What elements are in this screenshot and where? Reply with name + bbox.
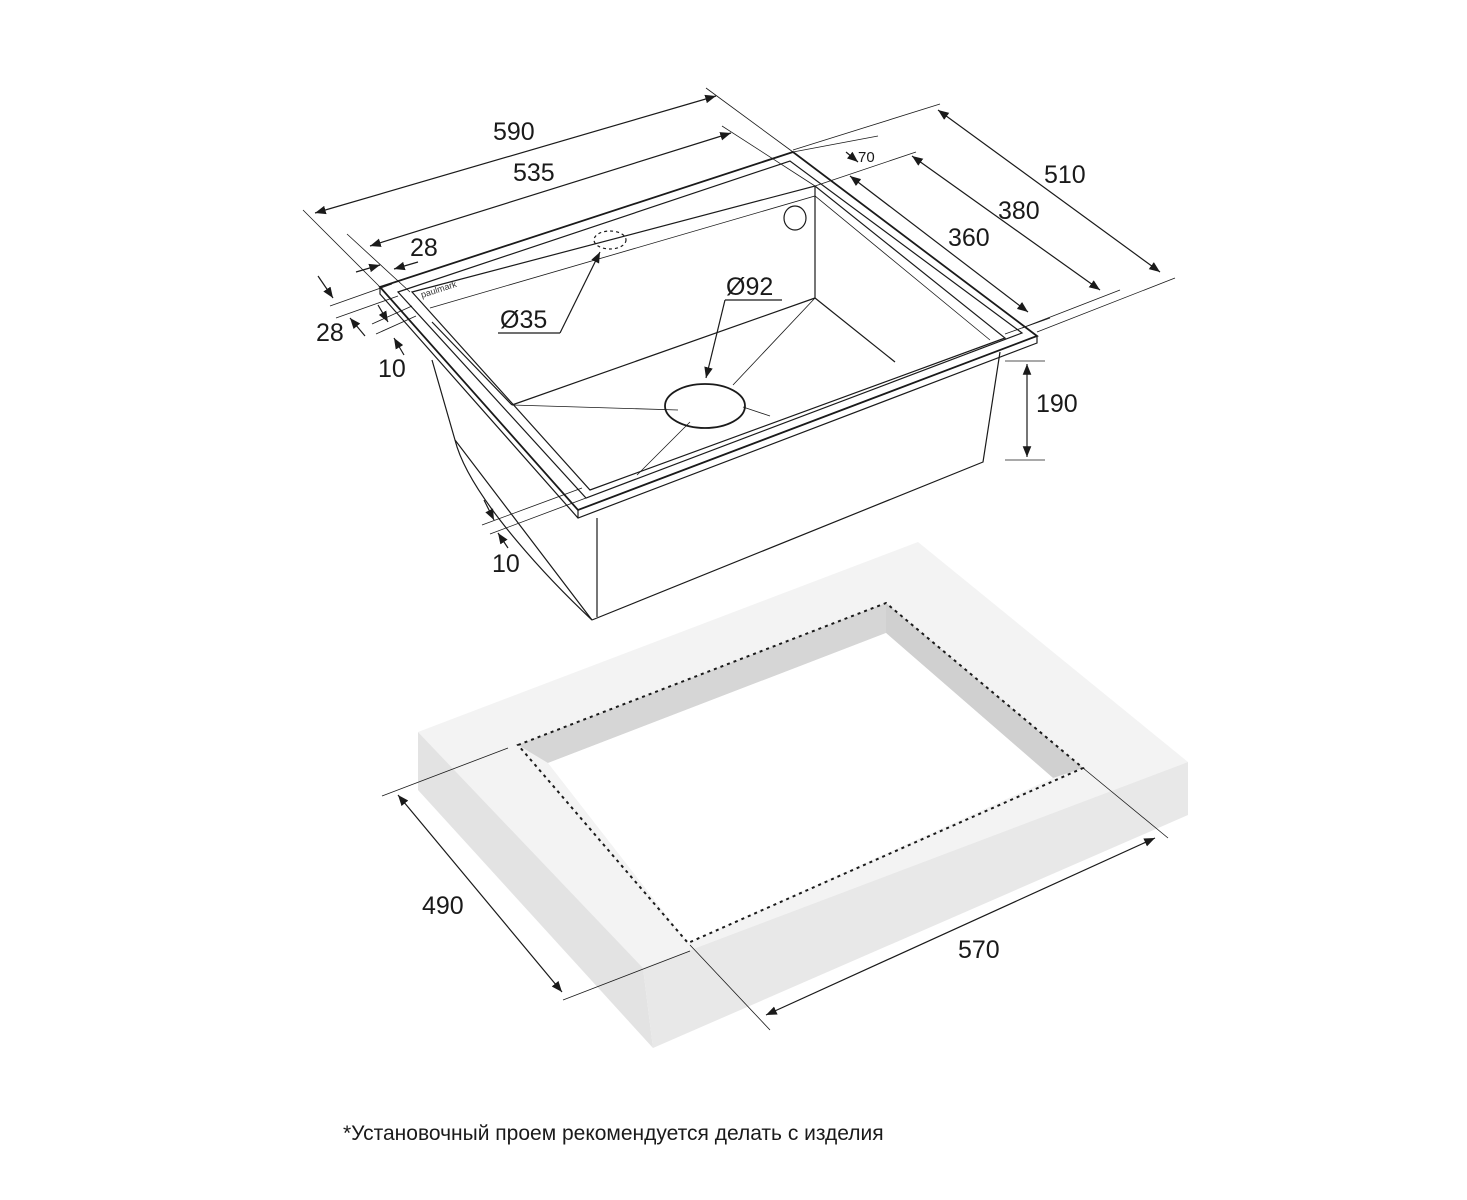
label-drain: Ø92 bbox=[726, 273, 773, 301]
dim-360 bbox=[849, 175, 1051, 335]
cutout-floor bbox=[548, 633, 1053, 943]
overflow-hole bbox=[783, 205, 807, 231]
dim-28-top bbox=[355, 261, 419, 273]
sink: paulmark bbox=[378, 150, 1039, 621]
sink-bowl-opening bbox=[410, 185, 1007, 491]
drain-hole bbox=[664, 383, 746, 429]
countertop bbox=[418, 542, 1188, 1048]
cutout-back-wall bbox=[518, 603, 886, 763]
cutout-right-wall bbox=[886, 603, 1083, 778]
dim-cutout-570 bbox=[689, 767, 1169, 1031]
label-490: 490 bbox=[422, 892, 464, 920]
label-tap-hole: Ø35 bbox=[500, 306, 547, 334]
label-360: 360 bbox=[948, 224, 990, 252]
label-570: 570 bbox=[958, 936, 1000, 964]
dim-10-side bbox=[371, 304, 417, 356]
label-10-side: 10 bbox=[378, 355, 406, 383]
dim-10-bottom bbox=[481, 487, 587, 549]
dim-70 bbox=[792, 135, 917, 187]
dim-cutout-490 bbox=[381, 747, 691, 1001]
label-590: 590 bbox=[493, 118, 535, 146]
label-10-bottom: 10 bbox=[492, 550, 520, 578]
dim-535 bbox=[346, 125, 816, 293]
leader-tap-hole bbox=[498, 251, 601, 334]
dim-190 bbox=[1005, 360, 1045, 461]
sink-rim-inner bbox=[396, 160, 1024, 499]
label-510: 510 bbox=[1044, 161, 1086, 189]
brand-label: paulmark bbox=[420, 279, 459, 300]
label-28-side: 28 bbox=[316, 319, 344, 347]
sink-rim-outer bbox=[378, 150, 1039, 512]
label-28-top: 28 bbox=[410, 234, 438, 262]
label-380: 380 bbox=[998, 197, 1040, 225]
label-535: 535 bbox=[513, 159, 555, 187]
dim-28-side bbox=[317, 275, 399, 337]
leader-drain bbox=[704, 299, 782, 379]
installation-note: *Установочный проем рекомендуется делать… bbox=[343, 1122, 884, 1145]
label-70: 70 bbox=[858, 149, 875, 166]
dim-590 bbox=[302, 87, 794, 288]
label-190: 190 bbox=[1036, 390, 1078, 418]
dim-510 bbox=[792, 103, 1176, 333]
